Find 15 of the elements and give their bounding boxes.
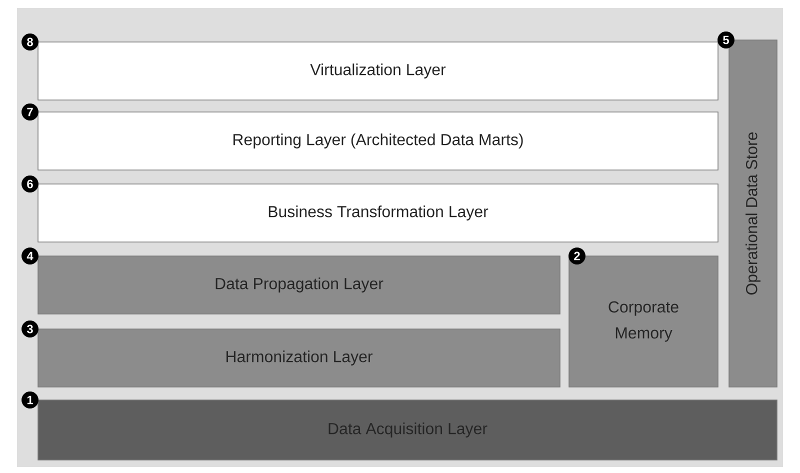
callout-number: 8 xyxy=(22,34,38,50)
layer-box: Reporting Layer (Architected Data Marts) xyxy=(38,112,718,170)
layer-box: Data Acquisition Layer xyxy=(38,400,778,460)
callout-number: 1 xyxy=(22,392,38,408)
callout-number: 3 xyxy=(22,320,38,338)
layer-bar: Operational Data Store xyxy=(728,40,778,388)
callout-number: 6 xyxy=(22,176,38,192)
layer-box: Data Propagation Layer xyxy=(38,256,560,314)
callout-number: 4 xyxy=(22,248,38,264)
layer-box: Business Transformation Layer xyxy=(38,184,718,242)
layer-box: Harmonization Layer xyxy=(38,328,560,388)
callout-number: 5 xyxy=(718,32,734,48)
callout-number: 2 xyxy=(568,248,586,264)
callout-number: 7 xyxy=(22,104,38,120)
layer-box: Virtualization Layer xyxy=(38,42,718,100)
